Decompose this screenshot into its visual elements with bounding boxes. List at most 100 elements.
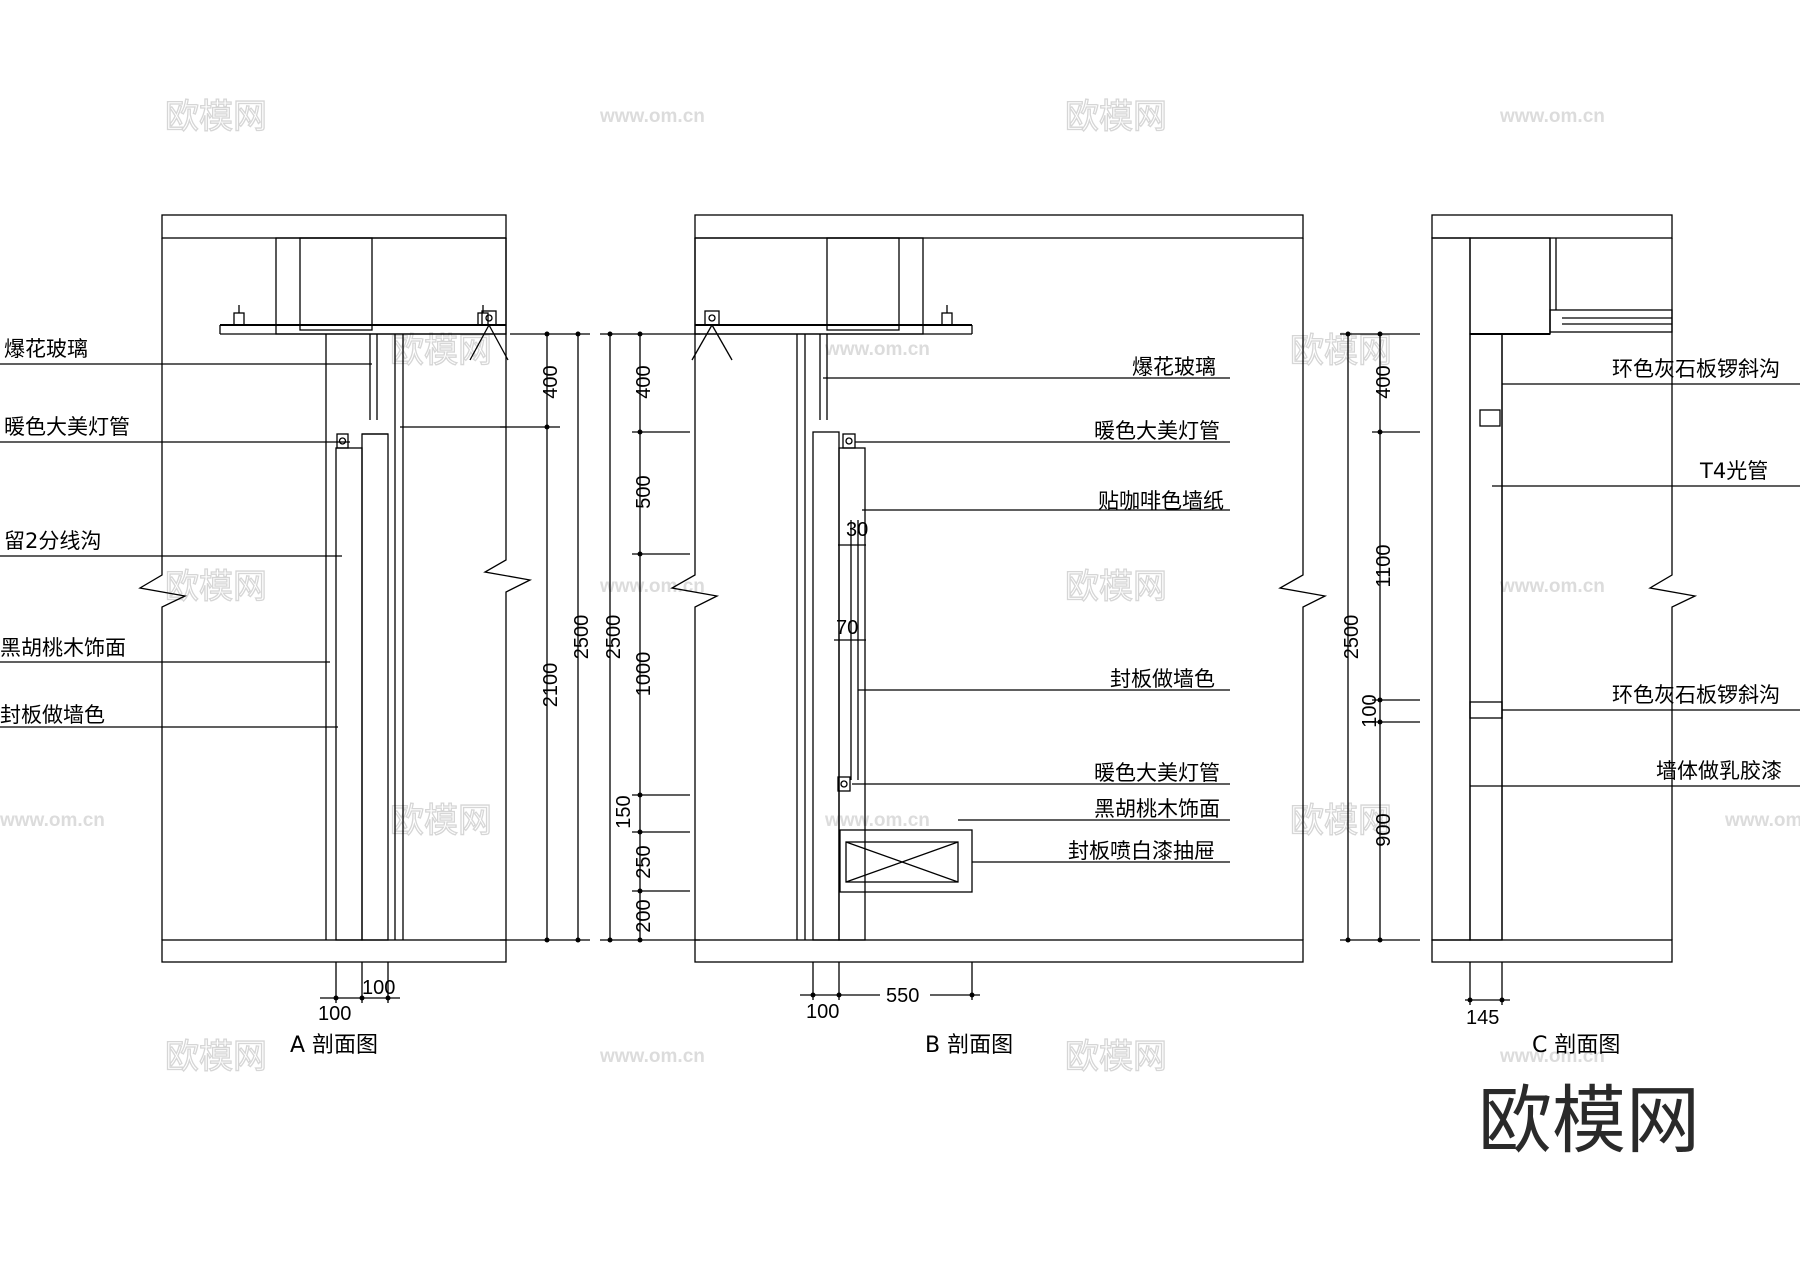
watermark-url: www.om.cn [599,1046,705,1067]
watermark-brand: 欧模网 [390,801,492,841]
watermark-url: www.om.cn [824,810,930,831]
watermark-brand: 欧模网 [165,1037,267,1077]
watermark-layer: 欧模网 www.om.cn 欧模网 www.om.cn 欧模网 www.om.c… [0,96,1800,1077]
drawer-unit [839,829,973,893]
leaders-a [0,363,372,728]
label-walnut-veneer: 黑胡桃木饰面 [0,636,126,660]
label-glass: 爆花玻璃 [4,337,88,361]
section-c-title: C 剖面图 [1532,1033,1620,1058]
label-coffee-wallpaper: 贴咖啡色墙纸 [1098,489,1224,513]
label-lamp-tube: 暖色大美灯管 [4,415,130,439]
leaders-c [1470,383,1800,787]
lamp-tube-icon [336,433,349,449]
section-c: 环色灰石板锣斜沟 T4光管 环色灰石板锣斜沟 墙体做乳胶漆 400 1100 1… [1340,214,1800,1058]
watermark-url: www.om.cn [824,339,930,360]
watermark-url: www.om.cn [1499,1046,1605,1067]
dim-c-2500: 2500 [1341,615,1363,660]
dim-b-150: 150 [613,795,635,828]
label-latex-paint: 墙体做乳胶漆 [1656,759,1782,783]
grey-slate-panel [1469,333,1503,941]
dim-c-100: 100 [1359,694,1381,727]
hanger-icon [477,305,489,326]
watermark-brand: 欧模网 [1065,567,1167,607]
light-fixture-icon [691,310,733,361]
dim-a-2100: 2100 [540,663,562,708]
ceiling-slab [161,214,507,239]
watermark-brand: 欧模网 [390,331,492,371]
watermark-url: www.om.cn [1724,810,1800,831]
watermark-url: www.om.cn [599,106,705,127]
watermark-brand: 欧模网 [1290,801,1392,841]
dim-b-200: 200 [633,899,655,932]
label-wall-color-board: 封板做墙色 [1110,667,1215,691]
dim-c-1100: 1100 [1373,544,1395,587]
right-wall-line [1278,238,1328,940]
right-wall-line [483,238,533,940]
ceiling-grille-teeth [1562,317,1672,325]
section-a-title: A 剖面图 [290,1033,378,1058]
dim-b-bottom-550: 550 [886,985,919,1007]
hanger-icon [233,305,245,326]
light-fixture-icon [469,310,509,361]
label-walnut-veneer: 黑胡桃木饰面 [1094,797,1220,821]
hanger-icon [941,305,953,326]
dim-a-bottom-100: 100 [318,1003,351,1025]
watermark-url: www.om.cn [599,576,705,597]
label-lamp-tube-lower: 暖色大美灯管 [1094,761,1220,785]
section-a: 爆花玻璃 暖色大美灯管 留2分线沟 黑胡桃木饰面 封板做墙色 400 2100 … [0,214,593,1058]
label-slate-groove-lower: 环色灰石板锣斜沟 [1612,683,1780,707]
watermark-url: www.om.cn [1499,106,1605,127]
dim-c-900: 900 [1373,813,1395,846]
walnut-veneer-panel [335,447,363,941]
ceiling-box [694,237,924,335]
dimensions-b [600,331,980,1000]
watermark-brand: 欧模网 [165,567,267,607]
section-b: 爆花玻璃 暖色大美灯管 贴咖啡色墙纸 封板做墙色 暖色大美灯管 黑胡桃木饰面 封… [600,214,1328,1058]
dim-b-70: 70 [836,617,858,639]
label-wall-color-board: 封板做墙色 [0,703,105,727]
watermark-brand: 欧模网 [1065,97,1167,137]
t4-lamp-icon [1479,409,1501,427]
leaders-b [823,377,1230,863]
ceiling-box [1469,237,1551,335]
dim-a-bottom-100b: 100 [362,977,395,999]
label-lamp-tube: 暖色大美灯管 [1094,419,1220,443]
watermark-brand: 欧模网 [1065,1037,1167,1077]
ceiling-beam [299,237,373,331]
floor-slab [161,939,507,963]
label-slate-groove: 环色灰石板锣斜沟 [1612,357,1780,381]
watermark-brand: 欧模网 [1290,331,1392,371]
floor-slab [1431,939,1673,963]
walnut-veneer-panel [812,431,840,941]
wall-section [1431,237,1471,941]
right-wall-line [1648,238,1698,940]
ceiling-slab [1431,214,1673,239]
watermark-url: www.om.cn [1499,576,1605,597]
brand-logo: 欧模网 [1478,1078,1700,1164]
floor-slab [694,939,1304,963]
dim-b-30: 30 [846,519,868,541]
dim-c-400: 400 [1373,365,1395,398]
label-white-drawer: 封板喷白漆抽屉 [1068,839,1215,863]
watermark-brand: 欧模网 [165,97,267,137]
label-line-groove: 留2分线沟 [4,529,101,553]
label-t4-tube: T4光管 [1699,459,1768,483]
dim-a-2500: 2500 [571,615,593,660]
ceiling-beam [826,237,900,331]
ceiling-box [275,237,507,335]
section-b-title: B 剖面图 [925,1033,1013,1058]
watermark-url: www.om.cn [0,810,105,831]
slate-groove [1469,701,1503,719]
dim-b-1000: 1000 [633,652,655,697]
dim-a-400: 400 [540,365,562,398]
lamp-tube-icon [837,776,851,792]
dim-c-bottom-145: 145 [1466,1007,1499,1029]
dim-b-400: 400 [633,365,655,398]
dim-b-2500: 2500 [603,615,625,660]
left-wall-line [670,238,720,940]
lamp-tube-icon [842,433,856,449]
label-glass: 爆花玻璃 [1132,355,1216,379]
dim-b-bottom-100: 100 [806,1001,839,1023]
dimensions-c [1340,331,1510,1005]
